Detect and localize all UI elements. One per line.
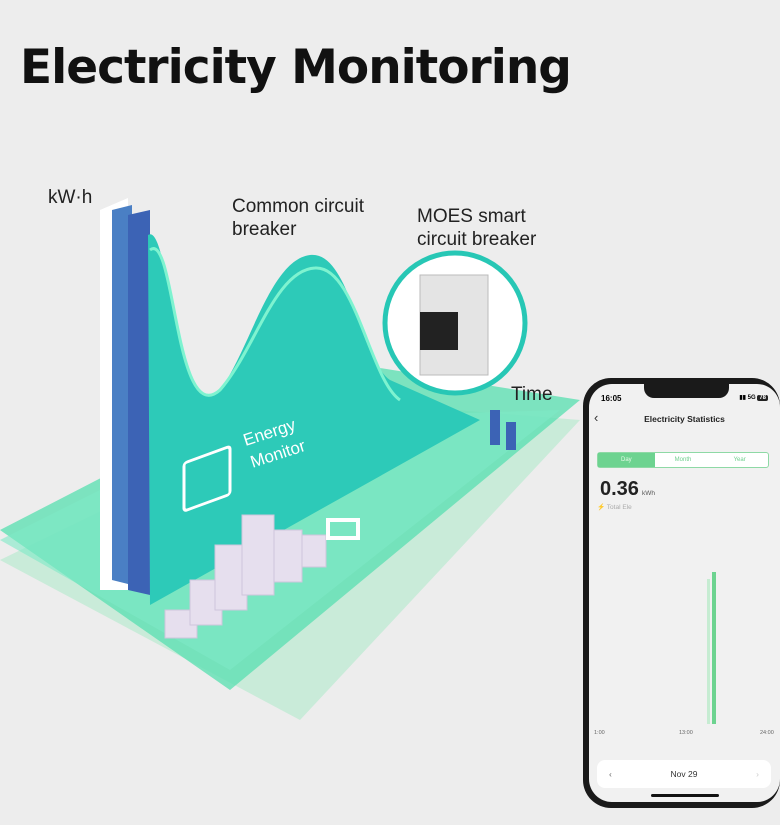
chart-bar (707, 579, 710, 724)
axis-tick: 13:00 (679, 730, 693, 736)
lightning-icon: ⚡ (597, 504, 606, 511)
energy-unit: kWh (641, 490, 655, 497)
usage-chart (589, 534, 779, 724)
phone: 16:05 ▮▮ 5G 78 ‹ Electricity Statistics … (583, 378, 780, 808)
period-tabs: Day Month Year (597, 452, 769, 468)
back-button[interactable]: ‹ (594, 410, 599, 425)
moes-breaker-label: MOES smart circuit breaker (417, 206, 537, 250)
tab-year[interactable]: Year (733, 457, 746, 463)
screen-title: Electricity Statistics (644, 414, 725, 424)
total-label: Total Ele (606, 504, 632, 511)
time-label: Time (511, 384, 553, 405)
tab-month[interactable]: Month (674, 457, 692, 463)
breaker-display (420, 312, 458, 350)
status-time: 16:05 (601, 394, 622, 403)
phone-screen: 16:05 ▮▮ 5G 78 ‹ Electricity Statistics … (589, 384, 780, 802)
wave-line (149, 247, 401, 402)
energy-value: 0.36 (600, 478, 639, 500)
block (301, 534, 327, 568)
battery-icon: 78 (757, 395, 768, 401)
chevron-right-icon[interactable]: › (756, 769, 759, 779)
wave-area (148, 234, 480, 605)
date-selector: ‹ Nov 29 › (597, 760, 771, 788)
notch (644, 384, 729, 398)
block (326, 518, 360, 540)
bar-blocks (164, 514, 360, 639)
chevron-left-icon[interactable]: ‹ (609, 769, 612, 779)
chart-bar (712, 572, 716, 724)
wall-layer (128, 210, 150, 595)
monitor-icon (182, 445, 232, 512)
signal-icon: ▮▮ (739, 395, 748, 401)
common-breaker-label: Common circuit breaker (232, 196, 364, 240)
block (273, 529, 303, 583)
page-title: Electricity Monitoring (20, 40, 572, 95)
home-indicator[interactable] (651, 794, 719, 797)
time-bar (490, 410, 500, 445)
time-bar (506, 422, 516, 450)
network: 5G (747, 395, 756, 401)
y-axis-label: kW·h (48, 187, 93, 208)
axis-tick: 1:00 (594, 730, 605, 736)
axis-tick: 24:00 (760, 730, 774, 736)
wall-layer (112, 205, 132, 585)
block (241, 514, 275, 596)
date-label: Nov 29 (670, 769, 698, 779)
tab-day[interactable]: Day (598, 453, 655, 467)
